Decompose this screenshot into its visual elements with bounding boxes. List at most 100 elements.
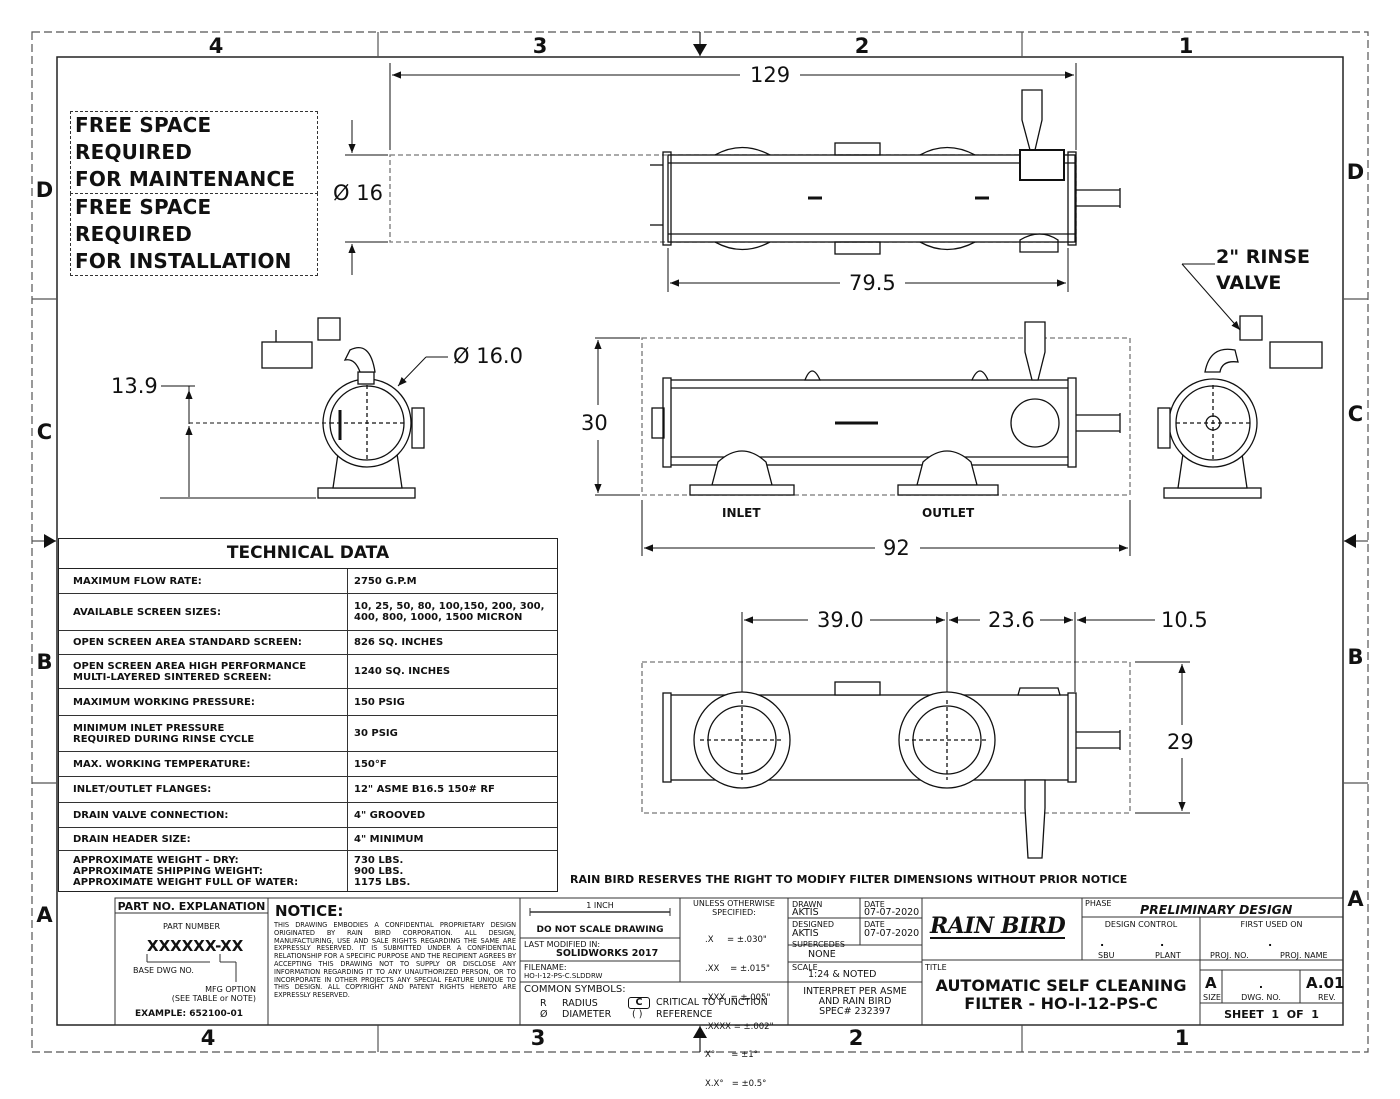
symbol-diameter-text: DIAMETER bbox=[562, 1009, 612, 1020]
phase-label: PHASE bbox=[1085, 899, 1112, 908]
col-label-3-bottom: 3 bbox=[530, 1026, 546, 1050]
part-no-header: PART NO. EXPLANATION bbox=[117, 900, 266, 913]
note-installation-line2: FOR INSTALLATION bbox=[75, 249, 292, 273]
title-label: TITLE bbox=[925, 963, 947, 972]
symbol-critical-text: CRITICAL TO FUNCTION bbox=[656, 997, 768, 1008]
symbol-reference-text: REFERENCE bbox=[656, 1009, 713, 1020]
table-row: APPROXIMATE WEIGHT - DRY: APPROXIMATE SH… bbox=[59, 851, 557, 891]
tolerance-angle: X° = ±1° bbox=[705, 1050, 758, 1061]
supersedes: NONE bbox=[808, 949, 836, 960]
table-row: OPEN SCREEN AREA STANDARD SCREEN: 826 SQ… bbox=[59, 631, 557, 655]
note-maintenance-line1: FREE SPACE REQUIRED bbox=[75, 113, 212, 164]
tech-value: 150 PSIG bbox=[354, 696, 405, 708]
row-label-b: B bbox=[36, 650, 53, 674]
tech-value: 826 SQ. INCHES bbox=[354, 637, 444, 648]
common-symbols-label: COMMON SYMBOLS: bbox=[524, 984, 626, 995]
dim-side-height: 13.9 bbox=[108, 375, 161, 397]
table-row: INLET/OUTLET FLANGES: 12" ASME B16.5 150… bbox=[59, 777, 557, 803]
notice-header: NOTICE: bbox=[275, 902, 344, 920]
table-row: MAXIMUM FLOW RATE: 2750 G.P.M bbox=[59, 569, 557, 594]
row-label-c-right: C bbox=[1347, 402, 1364, 426]
tech-value: 30 PSIG bbox=[354, 728, 398, 739]
tolerance-header: UNLESS OTHERWISE SPECIFIED: bbox=[693, 899, 775, 917]
sheet-number: SHEET 1 OF 1 bbox=[1224, 1008, 1319, 1021]
base-dwg-label: BASE DWG NO. bbox=[133, 966, 194, 975]
col-label-2-bottom: 2 bbox=[848, 1026, 864, 1050]
tolerance-xxx: .XXX = ±.005" bbox=[705, 992, 771, 1003]
tolerance-x: .X = ±.030" bbox=[705, 935, 767, 946]
drawn-label: DRAWN bbox=[792, 900, 823, 909]
designed-label: DESIGNED bbox=[792, 920, 835, 929]
drawing-title-line1: AUTOMATIC SELF CLEANING bbox=[935, 976, 1187, 995]
tech-value: 150°F bbox=[354, 758, 387, 770]
reserve-note: RAIN BIRD RESERVES THE RIGHT TO MODIFY F… bbox=[570, 873, 1128, 886]
last-modified: SOLIDWORKS 2017 bbox=[556, 948, 659, 959]
side-view-left bbox=[261, 317, 425, 499]
drawn-date-label: DATE bbox=[864, 900, 885, 909]
table-row: DRAIN HEADER SIZE: 4" MINIMUM bbox=[59, 828, 557, 851]
proj-name-label: PROJ. NAME bbox=[1280, 951, 1328, 960]
note-maintenance-line2: FOR MAINTENANCE bbox=[75, 167, 296, 191]
side-view-right bbox=[1157, 315, 1323, 499]
table-row: AVAILABLE SCREEN SIZES: 10, 25, 50, 80, … bbox=[59, 594, 557, 631]
dim-bottom-b: 23.6 bbox=[985, 609, 1038, 631]
do-not-scale: DO NOT SCALE DRAWING bbox=[536, 925, 664, 935]
mfg-option-label: MFG OPTION (SEE TABLE or NOTE) bbox=[171, 985, 256, 1003]
first-used-label: FIRST USED ON bbox=[1240, 920, 1303, 929]
row-label-c: C bbox=[36, 420, 53, 444]
tech-value: 12" ASME B16.5 150# RF bbox=[354, 784, 495, 795]
col-label-4-bottom: 4 bbox=[200, 1026, 216, 1050]
note-rinse-valve: 2" RINSE VALVE bbox=[1216, 244, 1310, 296]
phase-value: PRELIMINARY DESIGN bbox=[1140, 902, 1293, 917]
drawing-title: AUTOMATIC SELF CLEANING FILTER - HO-I-12… bbox=[922, 977, 1200, 1013]
tech-key: DRAIN HEADER SIZE: bbox=[59, 828, 348, 850]
part-example: EXAMPLE: 652100-01 bbox=[135, 1009, 244, 1019]
note-maintenance: FREE SPACE REQUIRED FOR MAINTENANCE bbox=[70, 111, 318, 194]
tech-key: MINIMUM INLET PRESSURE REQUIRED DURING R… bbox=[59, 716, 348, 751]
symbol-radius-text: RADIUS bbox=[562, 998, 598, 1009]
table-row: MAXIMUM WORKING PRESSURE: 150 PSIG bbox=[59, 689, 557, 716]
row-label-a-right: A bbox=[1347, 887, 1364, 911]
front-dimensions bbox=[594, 337, 1131, 556]
col-label-1: 1 bbox=[1178, 34, 1194, 58]
rev-value: A.01 bbox=[1306, 974, 1345, 992]
tech-key: OPEN SCREEN AREA STANDARD SCREEN: bbox=[59, 631, 348, 654]
tech-value: 4" MINIMUM bbox=[354, 833, 424, 845]
top-view bbox=[389, 89, 1121, 255]
technical-data-table: TECHNICAL DATA MAXIMUM FLOW RATE: 2750 G… bbox=[58, 538, 558, 892]
rain-bird-logo: RAIN BIRD bbox=[930, 913, 1066, 939]
row-label-d: D bbox=[35, 178, 54, 202]
technical-data-title: TECHNICAL DATA bbox=[59, 539, 557, 569]
plant-dot: . bbox=[1160, 936, 1165, 949]
table-row: OPEN SCREEN AREA HIGH PERFORMANCE MULTI-… bbox=[59, 655, 557, 689]
row-label-a: A bbox=[36, 903, 53, 927]
plant-label: PLANT bbox=[1155, 951, 1181, 960]
tech-key: MAXIMUM WORKING PRESSURE: bbox=[59, 689, 348, 715]
col-label-1-bottom: 1 bbox=[1174, 1026, 1190, 1050]
interpret-note: INTERPRET PER ASME AND RAIN BIRD SPEC# 2… bbox=[803, 986, 907, 1017]
col-label-2: 2 bbox=[854, 34, 870, 58]
row-label-b-right: B bbox=[1347, 645, 1364, 669]
scale-label: SCALE bbox=[792, 963, 818, 972]
table-row: DRAIN VALVE CONNECTION: 4" GROOVED bbox=[59, 803, 557, 828]
part-number: XXXXXX-XX bbox=[147, 937, 244, 955]
filename-label: FILENAME: bbox=[524, 963, 567, 972]
dim-bottom-height: 29 bbox=[1164, 731, 1197, 753]
tolerance-list: .X = ±.030" .XX = ±.015" .XXX = ±.005" .… bbox=[705, 917, 785, 1099]
tech-value: 2750 G.P.M bbox=[354, 575, 417, 587]
last-modified-label: LAST MODIFIED IN: bbox=[524, 940, 601, 949]
proj-dot: . bbox=[1268, 936, 1273, 949]
part-number-label: PART NUMBER bbox=[162, 922, 221, 931]
scale: 1:24 & NOTED bbox=[808, 969, 877, 980]
dwg-no-dot: . bbox=[1258, 978, 1264, 991]
tech-key: DRAIN VALVE CONNECTION: bbox=[59, 803, 348, 827]
note-installation: FREE SPACE REQUIRED FOR INSTALLATION bbox=[70, 193, 318, 276]
dwg-no-label: DWG. NO. bbox=[1241, 993, 1281, 1002]
dim-top-diameter: Ø 16 bbox=[330, 182, 386, 204]
drawn-date: 07-07-2020 bbox=[864, 907, 920, 918]
size-value: A bbox=[1205, 974, 1217, 992]
dim-top-length: 129 bbox=[747, 64, 794, 86]
dim-bottom-a: 39.0 bbox=[814, 609, 867, 631]
note-installation-line1: FREE SPACE REQUIRED bbox=[75, 195, 212, 246]
